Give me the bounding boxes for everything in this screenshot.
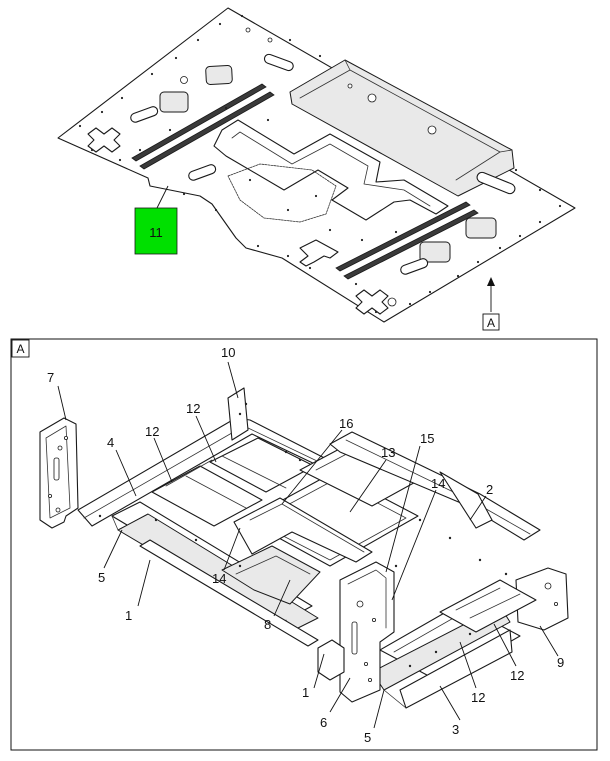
callout-3: 3 [452,722,459,737]
callout-12-c: 12 [510,668,524,683]
leader-11 [155,185,169,211]
callout-1-b: 1 [302,685,309,700]
callout-9: 9 [557,655,564,670]
callout-2: 2 [486,482,493,497]
view-marker-label: A [487,316,495,330]
callout-16: 16 [339,416,353,431]
callout-4: 4 [107,435,114,450]
detail-frame [10,338,598,751]
callout-14-b: 14 [212,571,226,586]
callout-7: 7 [47,370,54,385]
detail-label-box [11,339,30,358]
detail-callouts: 10 7 12 12 16 4 13 15 14 2 5 14 1 8 9 12… [47,345,564,745]
callout-8: 8 [264,617,271,632]
callout-13: 13 [381,445,395,460]
callout-5-b: 5 [364,730,371,745]
callout-12-b: 12 [145,424,159,439]
detail-leaders [57,361,559,729]
callout-10: 10 [221,345,235,360]
detail-label: A [16,342,24,356]
highlight-box-11 [134,207,178,255]
callout-15: 15 [420,431,434,446]
callout-12-a: 12 [186,401,200,416]
callout-12-d: 12 [471,690,485,705]
callout-6: 6 [320,715,327,730]
callout-5-a: 5 [98,570,105,585]
view-marker-box [482,313,500,331]
frame-assembly [39,387,569,709]
floor-panel [57,7,576,323]
callout-1-a: 1 [125,608,132,623]
callout-11: 11 [149,225,163,240]
callout-14-a: 14 [431,476,445,491]
view-arrow-head [487,277,495,286]
